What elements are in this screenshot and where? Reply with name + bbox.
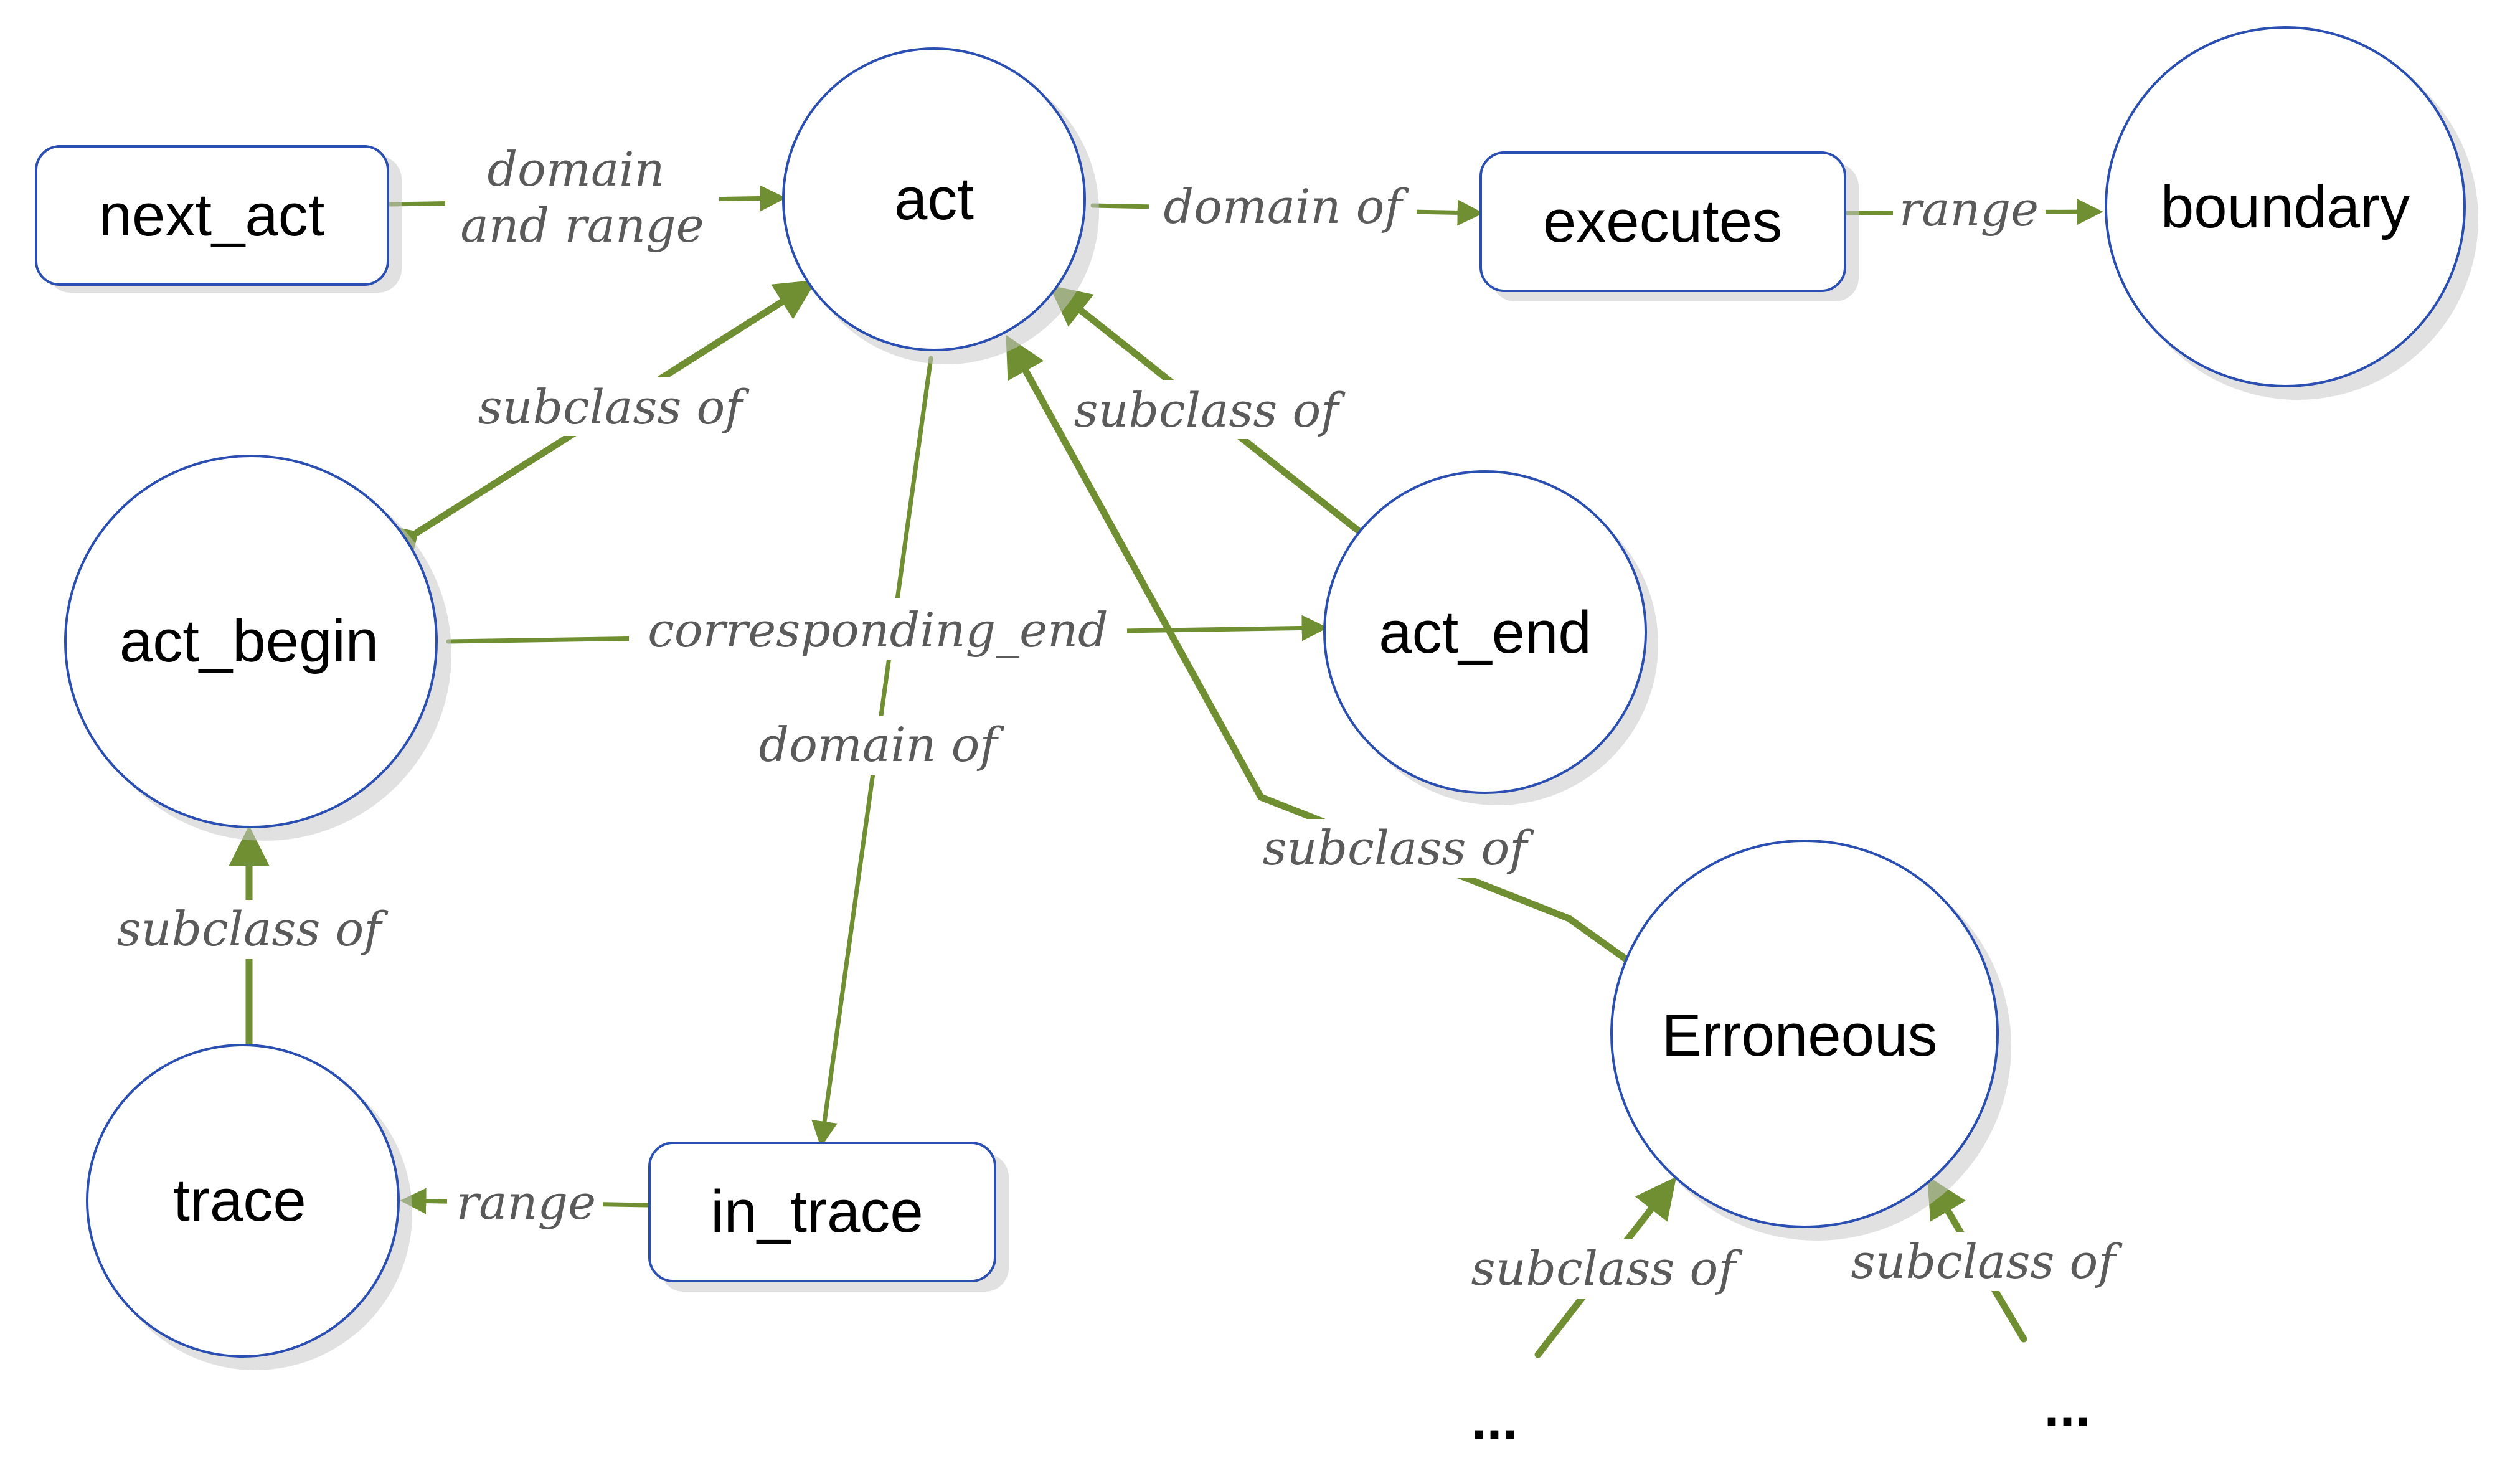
node-label-act-begin: act_begin xyxy=(120,608,379,674)
ellipsis-left: ... xyxy=(1471,1389,1517,1451)
edge-erroneous-child-right: subclass of xyxy=(1843,1175,2126,1343)
node-label-act-end: act_end xyxy=(1379,599,1592,666)
edge-label-domain-of: domain of xyxy=(758,717,1004,772)
node-executes[interactable]: executes xyxy=(1479,151,1859,301)
edge-label-and-range: and range xyxy=(460,197,704,253)
ellipsis-right: ... xyxy=(2044,1376,2090,1439)
edge-act-end-subclass-act: subclass of xyxy=(1049,285,1392,561)
edge-act-begin-to-act-end: corresponding_end xyxy=(446,598,1328,660)
node-label-erroneous: Erroneous xyxy=(1662,1002,1938,1069)
node-act-end[interactable]: act_end xyxy=(1323,470,1658,805)
node-act-begin[interactable]: act_begin xyxy=(64,455,451,841)
edge-label-subclass-of: subclass of xyxy=(1851,1234,2123,1289)
edge-next-act-to-act: domain and range xyxy=(387,141,786,260)
edge-in-trace-to-trace: range xyxy=(400,1174,650,1231)
edge-label-subclass-of: subclass of xyxy=(1471,1241,1744,1296)
node-in-trace[interactable]: in_trace xyxy=(648,1142,1009,1292)
edge-label-subclass-of: subclass of xyxy=(1074,382,1346,438)
node-label-act: act xyxy=(894,166,974,232)
edge-erroneous-subclass-act: subclass of xyxy=(1006,334,1667,993)
node-boundary[interactable]: boundary xyxy=(2105,26,2478,400)
edge-act-to-executes: domain of xyxy=(1090,177,1484,237)
node-erroneous[interactable]: Erroneous xyxy=(1610,840,2011,1241)
edge-label-corresponding-end: corresponding_end xyxy=(648,602,1108,658)
node-trace[interactable]: trace xyxy=(86,1044,412,1370)
edge-erroneous-child-left: subclass of xyxy=(1460,1176,1744,1358)
node-label-executes: executes xyxy=(1543,188,1782,255)
edge-label-domain: domain xyxy=(487,141,664,197)
edge-label-subclass-of: subclass of xyxy=(117,901,389,957)
node-act[interactable]: act xyxy=(782,47,1099,364)
edge-label-subclass-of: subclass of xyxy=(1263,820,1535,876)
node-label-trace: trace xyxy=(173,1167,306,1234)
edge-label-domain-of: domain of xyxy=(1163,179,1409,234)
edge-label-range: range xyxy=(1899,181,2039,237)
edge-act-to-in-trace: domain of xyxy=(744,356,1012,1148)
edge-act-begin-subclass-act: subclass of xyxy=(384,280,817,560)
node-next-act[interactable]: next_act xyxy=(35,145,402,293)
edge-executes-to-boundary: range xyxy=(1844,181,2103,238)
edge-label-range: range xyxy=(456,1175,596,1230)
node-label-in-trace: in_trace xyxy=(710,1178,923,1245)
edge-label-subclass-of: subclass of xyxy=(478,379,750,435)
edge-trace-subclass-act-begin: subclass of xyxy=(106,825,392,1092)
node-label-boundary: boundary xyxy=(2161,174,2410,240)
node-label-next-act: next_act xyxy=(99,182,325,248)
